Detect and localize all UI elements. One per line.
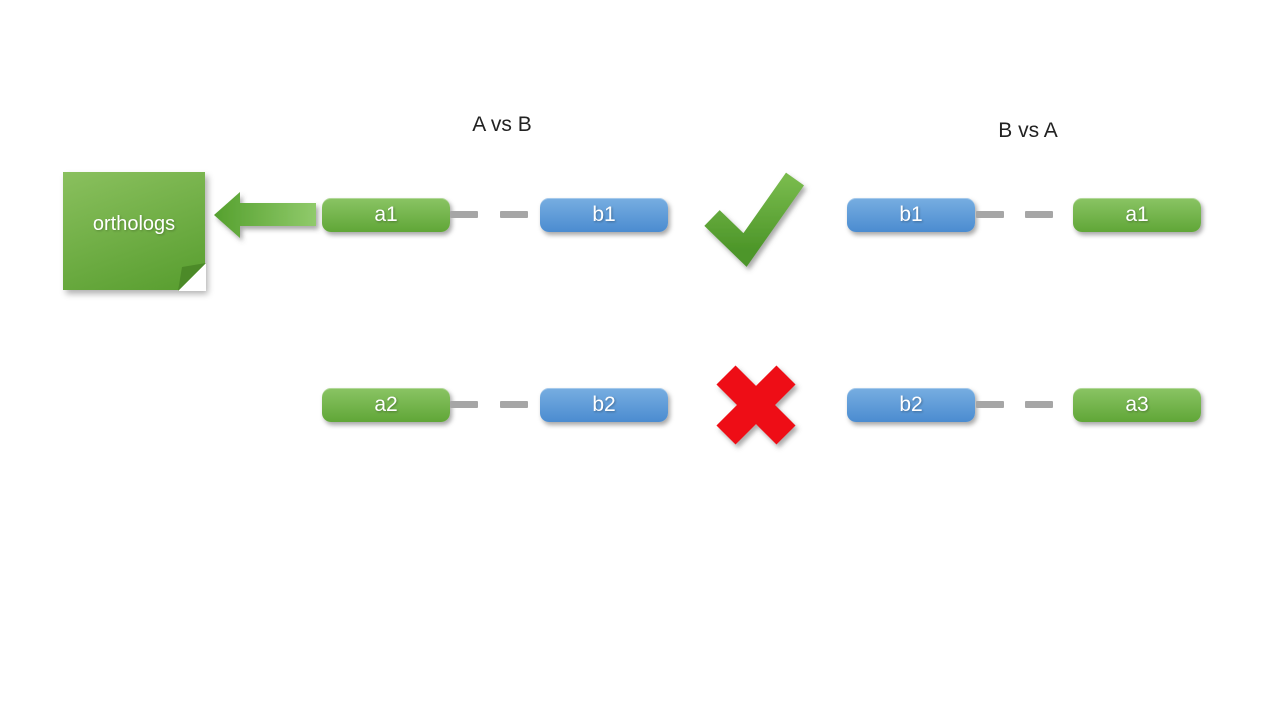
- gene-box-a1-left: a1: [322, 198, 450, 232]
- connector-dash: [450, 401, 478, 408]
- check-icon: [704, 172, 804, 267]
- gene-label: b2: [899, 393, 923, 416]
- gene-label: a3: [1125, 393, 1149, 416]
- heading-b-vs-a: B vs A: [998, 119, 1058, 142]
- cross-icon: [716, 365, 796, 445]
- gene-label: b1: [592, 203, 616, 226]
- connector-dash: [1025, 401, 1053, 408]
- note-folded-corner-icon: [178, 263, 206, 291]
- gene-label: a2: [374, 393, 398, 416]
- connector-dash: [450, 211, 478, 218]
- gene-box-b1-left: b1: [540, 198, 668, 232]
- gene-box-b1-right: b1: [847, 198, 975, 232]
- gene-box-a3-right: a3: [1073, 388, 1201, 422]
- connector-dash: [500, 211, 528, 218]
- gene-label: b2: [592, 393, 616, 416]
- gene-label: a1: [1125, 203, 1149, 226]
- connector-dash: [500, 401, 528, 408]
- left-arrow-icon: [214, 192, 316, 238]
- connector-dash: [976, 211, 1004, 218]
- connector-dash: [1025, 211, 1053, 218]
- gene-label: a1: [374, 203, 398, 226]
- gene-box-a1-right: a1: [1073, 198, 1201, 232]
- gene-box-b2-left: b2: [540, 388, 668, 422]
- gene-label: b1: [899, 203, 923, 226]
- connector-dash: [976, 401, 1004, 408]
- gene-box-b2-right: b2: [847, 388, 975, 422]
- orthologs-note-label: orthologs: [92, 212, 176, 235]
- orthologs-note: orthologs: [63, 172, 206, 291]
- heading-a-vs-b: A vs B: [472, 113, 532, 136]
- gene-box-a2-left: a2: [322, 388, 450, 422]
